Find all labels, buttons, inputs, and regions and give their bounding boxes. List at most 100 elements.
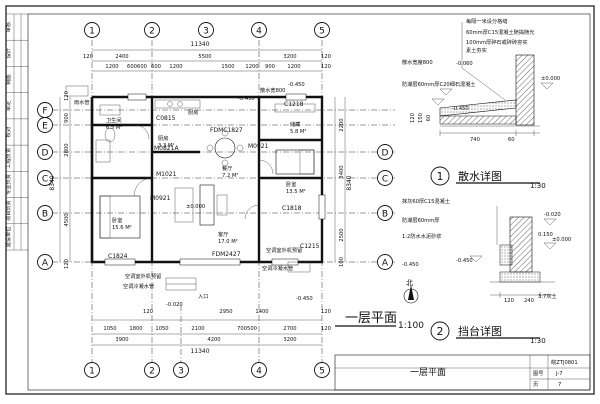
top-dim2-0: 1200: [105, 64, 118, 70]
level-mark: -0.450: [238, 96, 255, 102]
axis-bottom-4-circle: [251, 362, 267, 378]
detail-1-note: 防潮层60mm厚C20细石混凝土: [402, 80, 476, 88]
top-dim2-7: 900: [265, 64, 275, 70]
axis-left-F: F: [42, 107, 47, 117]
door-window-label: M0921: [150, 195, 171, 202]
top-dim2-6: 1200: [245, 64, 258, 70]
detail-1-scale: 1:30: [530, 182, 546, 190]
side-strip-cell: 专业负责: [4, 174, 12, 195]
axis-left-F-circle: [37, 102, 53, 118]
room-name: 卧室: [286, 180, 296, 188]
door-window-label: C1818: [282, 205, 302, 212]
axis-bottom-3: 3: [178, 367, 184, 377]
bottom-dim-misc-3: 120: [321, 309, 331, 315]
axis-left-C-circle: [37, 170, 53, 186]
side-strip-cell: 制图: [4, 74, 12, 84]
door-window-label: FDMC1827: [210, 127, 243, 134]
axis-right-D-circle: [377, 144, 393, 160]
detail-1-note: 散水宽度800: [402, 58, 433, 66]
side-strip-cell: 设计: [4, 48, 12, 58]
title-block-code: 皖ZTJ0801: [551, 358, 578, 366]
bottom-dim2-2: 3200: [283, 337, 296, 343]
bottom-dim-4: 700: [237, 326, 247, 332]
top-dim2-9: 120: [321, 64, 331, 70]
side-strip-cell: 工程负责: [4, 148, 12, 169]
detail-2-dim: 120: [504, 298, 514, 304]
axis-bottom-5: 5: [319, 367, 325, 377]
axis-right-D: D: [382, 149, 389, 159]
room-area: 5.8 M²: [290, 129, 306, 135]
axis-left-A: A: [42, 259, 49, 269]
level-mark: ±0.000: [186, 204, 205, 210]
detail-2-dim: -0.450: [456, 258, 473, 264]
misc-label: 厨房: [188, 108, 198, 116]
misc-label: 空调室外机预留: [125, 272, 161, 280]
detail-1-note: 100mm厚碎石或碎砖夯实: [466, 38, 528, 46]
detail-1-number: 1: [437, 170, 444, 183]
top-dim2-5: 1500: [221, 64, 234, 70]
top-dim-4: 120: [321, 54, 331, 60]
room-area: 17.0 M²: [218, 239, 238, 245]
room-name: 卫生间: [106, 116, 122, 124]
top-dim2-3: 600: [151, 64, 161, 70]
axis-bottom-1: 1: [89, 367, 95, 377]
axis-top-3: 3: [203, 27, 209, 37]
axis-left-D: D: [42, 149, 49, 159]
top-dim2-1: 600: [127, 64, 137, 70]
bottom-dim2-1: 4200: [207, 337, 220, 343]
right-dim-2: 2500: [339, 228, 345, 241]
room-area: 15.6 M²: [112, 225, 132, 231]
room-name: 厨房: [158, 134, 168, 142]
sheet-inner-border: [27, 13, 591, 391]
title-block-value2: 7: [558, 382, 561, 388]
left-dim-4: 120: [64, 259, 70, 269]
detail-1-dim: -0.450: [452, 106, 469, 112]
axis-bottom-2-circle: [144, 362, 160, 378]
door-window-label: FDM2427: [212, 251, 241, 258]
axis-right-A: A: [382, 259, 389, 269]
level-marks: -0.450±0.000-0.020-0.450-0.450: [166, 82, 313, 308]
axis-left-B: B: [42, 210, 48, 220]
misc-label: 入口: [198, 293, 208, 300]
axis-top-1: 1: [89, 27, 95, 37]
axis-top-3-circle: [198, 22, 214, 38]
right-dim-3: 100: [339, 257, 345, 267]
detail-1-dim: 60: [426, 115, 432, 122]
axis-left-A-circle: [37, 254, 53, 270]
title-block-value1: J-7: [555, 371, 563, 377]
side-strip-cell: 校对: [4, 127, 12, 137]
level-mark: -0.450: [296, 296, 313, 302]
bottom-dim-misc-0: 120: [143, 309, 153, 315]
left-dim-1: 900: [64, 113, 70, 123]
room-area: 13.5 M²: [286, 189, 306, 195]
axis-right-C: C: [382, 175, 388, 185]
top-dim-0: 120: [83, 54, 93, 60]
bottom-dim-misc-1: 2950: [219, 309, 232, 315]
axis-top-2-circle: [144, 22, 160, 38]
detail-1-dim: 740: [470, 137, 480, 143]
top-dim-1: 2400: [115, 54, 128, 60]
top-dim2-8: 1200: [287, 64, 300, 70]
side-strip-cell: 审定: [4, 101, 12, 111]
detail-2-title: 挡台详图: [458, 324, 502, 338]
side-strip-cell: 建设单位: [4, 227, 12, 248]
axis-left-C: C: [42, 175, 48, 185]
right-dim-1: 3400: [339, 165, 345, 178]
top-dim-3: 3200: [283, 54, 296, 60]
detail-2-drawing: [469, 206, 557, 298]
bottom-dim-1: 1800: [129, 326, 142, 332]
level-mark: -0.020: [166, 302, 183, 308]
misc-label: 空调冷凝水管: [123, 282, 154, 290]
detail-2-dim: 0.150: [538, 232, 553, 238]
title-block-label1: 图号: [533, 370, 543, 377]
overall-depth-right: 8340: [346, 175, 353, 190]
detail-1-note: 素土夯实: [466, 46, 487, 54]
door-window-label: M1021: [156, 171, 177, 178]
axis-top-1-circle: [84, 22, 100, 38]
